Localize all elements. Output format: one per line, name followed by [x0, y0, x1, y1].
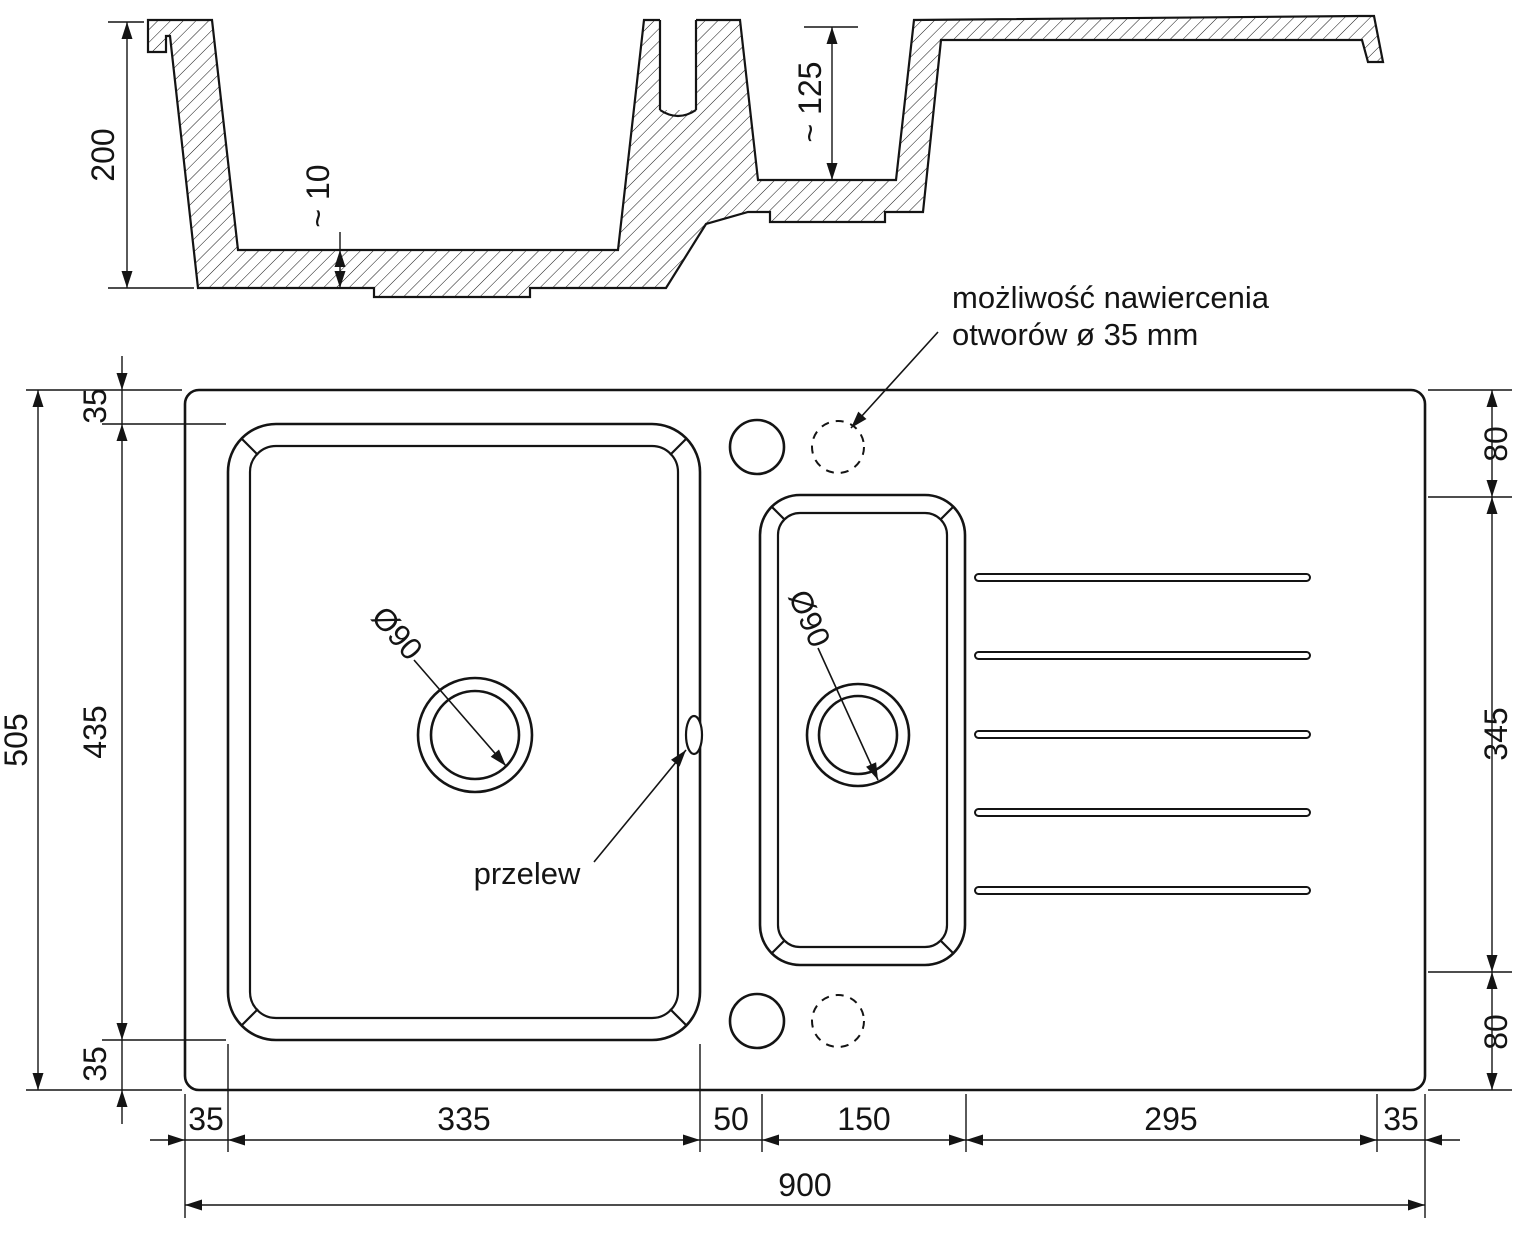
- dim-arrow: [1486, 1073, 1498, 1090]
- dim-arrow: [1486, 480, 1498, 497]
- leader-line: [593, 749, 687, 863]
- dim-arrow: [185, 1199, 202, 1211]
- dim-arrow: [1408, 1199, 1425, 1211]
- sink-section-profile: [146, 14, 1385, 299]
- optional-hole-dashed: [811, 994, 865, 1048]
- small-bowl-outer: [758, 493, 967, 967]
- dim-total-height: 505: [0, 713, 34, 766]
- bowl-corner-chamfer: [771, 940, 785, 954]
- small-drain-hole-inner: [817, 694, 899, 776]
- plan-dimensions-right: 80 345 80: [1428, 389, 1514, 1091]
- dim-divider-width: 50: [713, 1101, 749, 1137]
- drainer-groove: [974, 730, 1311, 739]
- overflow-opening: [684, 714, 704, 756]
- dim-arrow: [762, 1134, 779, 1146]
- dim-margin-bottom: 35: [77, 1046, 113, 1082]
- dim-arrow: [949, 1134, 966, 1146]
- dim-margin-right: 35: [1383, 1101, 1419, 1137]
- bowl-corner-chamfer: [940, 506, 954, 520]
- dim-arrow: [121, 22, 133, 39]
- dim-bowl-height: 435: [77, 705, 113, 758]
- overflow-label: przelew: [474, 856, 581, 891]
- dim-arrow: [1486, 972, 1498, 989]
- dim-drainer-width: 295: [1144, 1101, 1197, 1137]
- dim-arrow: [966, 1134, 983, 1146]
- dim-arrow: [116, 1023, 128, 1040]
- dim-arrow: [228, 1134, 245, 1146]
- main-drain-hole-outer: [416, 676, 534, 794]
- overflow-channel-bottom: [659, 109, 697, 118]
- dim-small-bowl-width: 150: [837, 1101, 890, 1137]
- dim-bowl-width: 335: [437, 1101, 490, 1137]
- leader-line: [850, 331, 939, 429]
- dim-arrow: [32, 1073, 44, 1090]
- sink-outline: [183, 388, 1427, 1092]
- cross-section-dimensions: 200 ~ 10 ~ 125: [85, 21, 858, 289]
- optional-hole-dashed: [811, 420, 865, 474]
- dim-arrow: [1425, 1134, 1442, 1146]
- faucet-hole: [728, 418, 786, 476]
- plan-view: [183, 388, 1427, 1092]
- bowl-corner-chamfer: [669, 1008, 687, 1026]
- dim-drainer-height: 345: [1478, 707, 1514, 760]
- bowl-corner-chamfer: [241, 438, 259, 456]
- small-drain-diameter-label: Ø90: [782, 585, 838, 653]
- dim-arrow: [116, 373, 128, 390]
- main-bowl-inner: [248, 444, 680, 1020]
- dim-arrow: [116, 424, 128, 441]
- dim-depth-total: 200: [85, 128, 121, 181]
- drainer-groove: [974, 808, 1311, 817]
- bowl-corner-chamfer: [771, 506, 785, 520]
- dim-arrow: [32, 390, 44, 407]
- drill-note-line2: otworów ø 35 mm: [952, 317, 1198, 352]
- dim-arrow: [826, 27, 838, 44]
- dim-arrow: [1360, 1134, 1377, 1146]
- dim-arrow: [826, 163, 838, 180]
- dim-total-width: 900: [778, 1167, 831, 1203]
- dim-margin-top: 35: [77, 388, 113, 424]
- faucet-hole: [728, 992, 786, 1050]
- drainer-groove: [974, 651, 1311, 660]
- dim-small-bowl-depth: ~ 125: [792, 62, 828, 143]
- dim-arrow: [683, 1134, 700, 1146]
- bowl-corner-chamfer: [669, 438, 687, 456]
- bowl-corner-chamfer: [241, 1008, 259, 1026]
- overflow-channel-slot: [660, 12, 696, 110]
- dim-offset-bottom: 80: [1478, 1014, 1514, 1050]
- cross-section-view: [146, 12, 1385, 299]
- dim-arrow: [116, 1090, 128, 1107]
- plan-dimensions-left: 505 35 435 35: [0, 356, 226, 1124]
- dim-margin-left: 35: [188, 1101, 224, 1137]
- dim-offset-top: 80: [1478, 426, 1514, 462]
- plan-annotations: możliwość nawiercenia otworów ø 35 mm pr…: [365, 280, 1270, 891]
- dim-arrow: [1486, 955, 1498, 972]
- drill-note-line1: możliwość nawiercenia: [952, 280, 1270, 315]
- dim-bottom-thickness: ~ 10: [300, 164, 336, 227]
- bowl-corner-chamfer: [940, 940, 954, 954]
- dim-arrow: [1486, 390, 1498, 407]
- main-drain-diameter-label: Ø90: [365, 600, 430, 667]
- leader-line: [413, 659, 507, 767]
- dim-arrow: [121, 271, 133, 288]
- leader-line: [817, 647, 879, 781]
- dim-arrow: [1486, 497, 1498, 514]
- main-drain-hole-inner: [429, 689, 521, 781]
- plan-dimensions-bottom: 35 335 50 150 295 35 900: [150, 1044, 1460, 1218]
- small-bowl-inner: [776, 511, 949, 949]
- drainer-groove: [974, 573, 1311, 582]
- dim-arrow: [168, 1134, 185, 1146]
- drainer-groove: [974, 886, 1311, 895]
